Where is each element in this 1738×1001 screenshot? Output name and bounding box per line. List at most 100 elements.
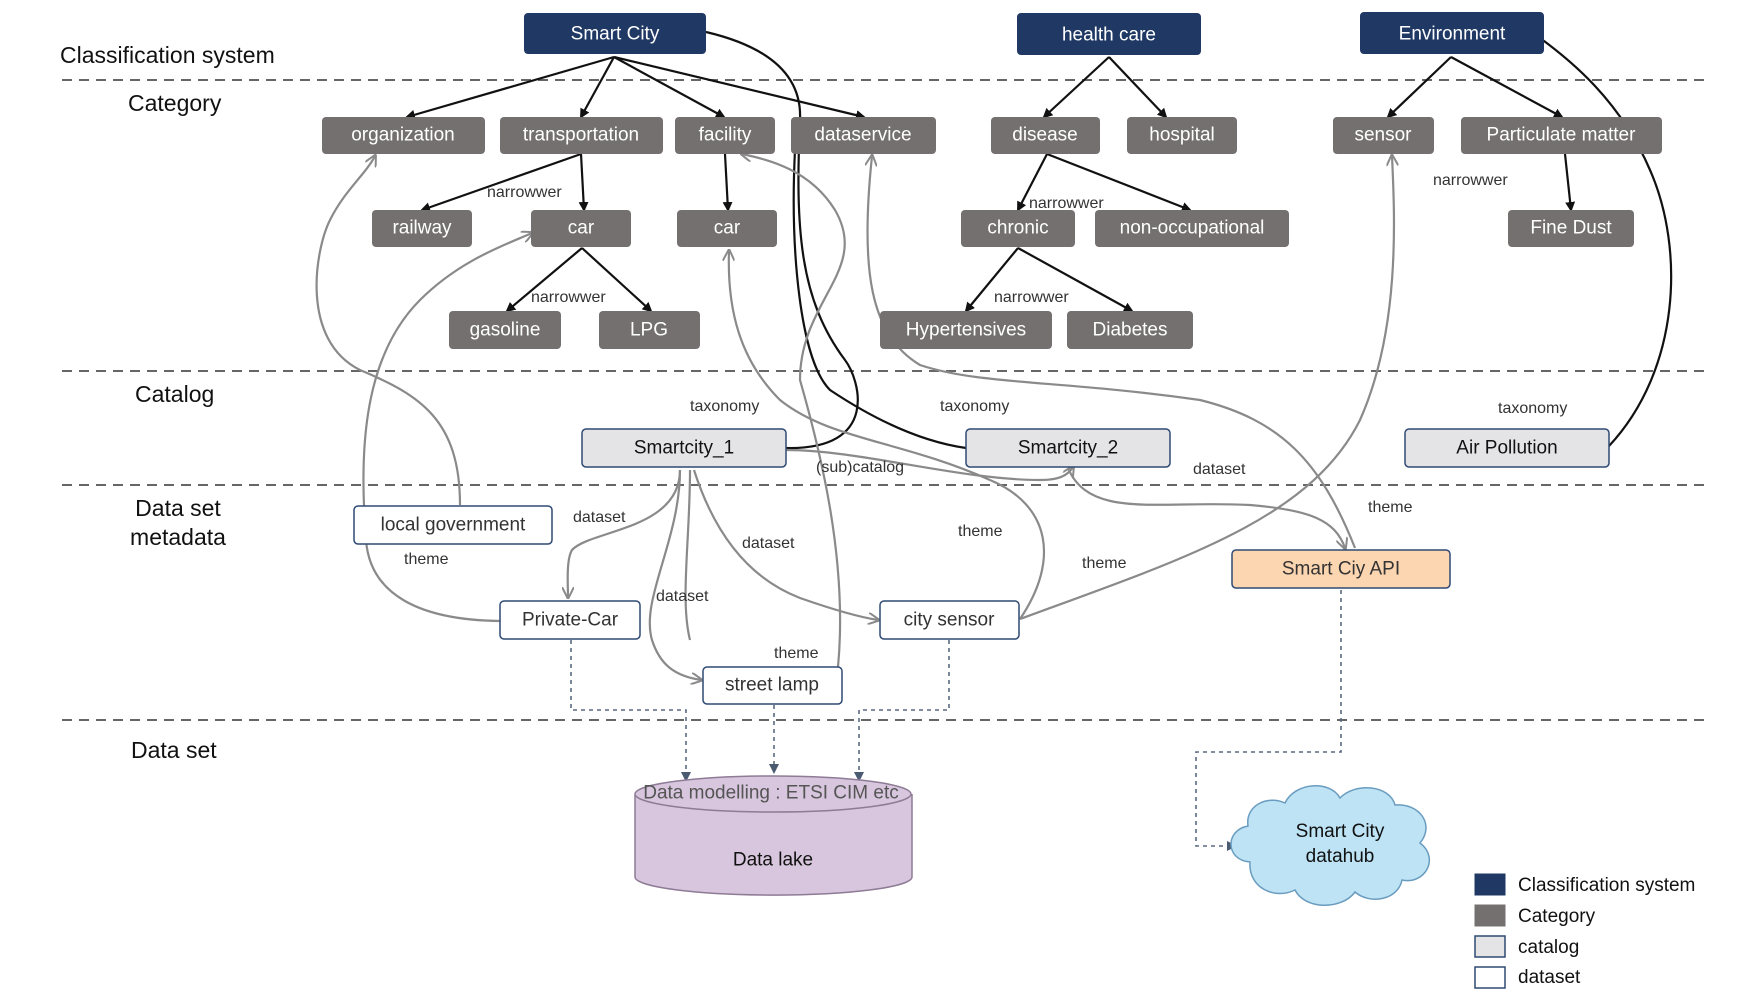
edge-smartcity-transportation (580, 56, 615, 119)
edge-smartcity1-smartcity2 (785, 448, 1073, 482)
edge-disease-chronic (1017, 153, 1048, 212)
edge-smartcity-dataservice (613, 55, 866, 120)
node-non-occupational[interactable]: non-occupational (1095, 210, 1289, 247)
node-label: dataservice (814, 125, 911, 146)
edge-label-dataset: dataset (742, 535, 795, 552)
edge-disease-nonocc (1046, 152, 1192, 212)
node-smartcity-1[interactable]: Smartcity_1 (581, 428, 787, 468)
node-transportation[interactable]: transportation (500, 117, 663, 154)
node-facility[interactable]: facility (675, 117, 775, 154)
node-air-pollution[interactable]: Air Pollution (1404, 428, 1610, 468)
node-label: Private-Car (522, 610, 619, 631)
node-fine-dust[interactable]: Fine Dust (1508, 210, 1634, 247)
edge-environment-particulate (1450, 56, 1564, 118)
layer-label-classification: Classification system (60, 42, 275, 68)
edge-label-narrowwer: narrowwer (1433, 172, 1508, 189)
edge-api-dataservice (867, 156, 1357, 549)
legend-label-category: Category (1518, 906, 1596, 927)
edge-transportation-railway (420, 152, 582, 213)
node-chronic[interactable]: chronic (961, 210, 1075, 247)
edge-chronic-diabetes (1017, 247, 1134, 312)
node-hospital[interactable]: hospital (1127, 117, 1237, 154)
node-local-government[interactable]: local government (353, 505, 553, 545)
node-street-lamp[interactable]: street lamp (702, 666, 843, 705)
node-particulate-matter[interactable]: Particulate matter (1461, 117, 1662, 154)
edge-smartcity-facility (613, 56, 726, 118)
node-private-car[interactable]: Private-Car (499, 600, 641, 640)
node-lpg[interactable]: LPG (599, 311, 700, 349)
layer-separators (62, 79, 1706, 721)
node-label: Hypertensives (906, 320, 1026, 341)
node-label: railway (392, 218, 452, 239)
data-lake[interactable]: Data modelling : ETSI CIM etc Data lake (634, 775, 913, 896)
data-lake-label: Data lake (733, 850, 813, 871)
edge-label-narrowwer: narrowwer (1029, 195, 1104, 212)
edge-label-theme: theme (1368, 499, 1413, 516)
node-organization[interactable]: organization (322, 117, 485, 154)
node-label: sensor (1354, 125, 1412, 146)
node-label: street lamp (725, 675, 819, 696)
edge-smartcity1-streetlamp-direct (684, 469, 692, 641)
edge-label-theme: theme (404, 551, 449, 568)
node-label: Fine Dust (1530, 218, 1612, 239)
edge-transportation-car (578, 153, 589, 212)
edge-privatecar-car (362, 233, 532, 623)
node-hypertensives[interactable]: Hypertensives (880, 311, 1052, 349)
edge-label-narrowwer: narrowwer (531, 289, 606, 306)
node-label: city sensor (904, 610, 995, 631)
edge-localgov-organization (315, 156, 462, 506)
node-dataservice[interactable]: dataservice (791, 117, 936, 154)
edge-label-theme: theme (1082, 555, 1127, 572)
edge-label-theme: theme (958, 523, 1003, 540)
node-railway[interactable]: railway (372, 210, 472, 247)
edge-smartcity2-api (1066, 467, 1345, 548)
node-sensor[interactable]: sensor (1333, 117, 1434, 154)
catalog-nodes: Smartcity_1 Smartcity_2 Air Pollution (581, 428, 1610, 468)
node-label: chronic (987, 218, 1048, 239)
node-label: car (714, 218, 741, 239)
node-label: LPG (630, 320, 668, 341)
node-gasoline[interactable]: gasoline (449, 311, 561, 349)
node-smart-city-api[interactable]: Smart Ciy API (1231, 549, 1451, 589)
edge-smartcity1-streetlamp (648, 469, 701, 680)
data-lake-top (634, 775, 912, 813)
dataset-nodes: local government Private-Car city sensor… (353, 505, 1451, 705)
node-smartcity-2[interactable]: Smartcity_2 (965, 428, 1171, 468)
node-label: gasoline (470, 320, 541, 341)
node-disease[interactable]: disease (991, 117, 1100, 154)
node-car-facility[interactable]: car (677, 210, 777, 247)
legend-swatch-catalog (1474, 935, 1506, 958)
edge-particulate-finedust (1563, 153, 1576, 212)
legend-swatch-dataset (1474, 966, 1506, 989)
legend-swatch-category (1474, 904, 1506, 927)
node-label: Smart City (571, 24, 660, 45)
node-label: transportation (523, 125, 639, 146)
edge-smartcity1-privatecar (568, 469, 682, 597)
legend: Classification system Category catalog d… (1474, 873, 1695, 989)
edge-citysensor-datalake (854, 640, 950, 782)
node-environment[interactable]: Environment (1360, 12, 1544, 54)
node-label: Smartcity_1 (634, 438, 734, 459)
node-city-sensor[interactable]: city sensor (879, 600, 1020, 640)
edge-label-narrowwer: narrowwer (994, 289, 1069, 306)
node-label: facility (699, 125, 752, 146)
edge-label-dataset: dataset (656, 588, 709, 605)
edge-citysensor-car (729, 251, 1045, 620)
node-label: non-occupational (1120, 218, 1265, 239)
edge-healthcare-hospital (1108, 56, 1168, 119)
node-smart-city[interactable]: Smart City (524, 13, 706, 54)
node-diabetes[interactable]: Diabetes (1067, 311, 1193, 349)
edge-smartcity-organization (405, 55, 615, 120)
layer-label-dataset: Data set (131, 737, 217, 763)
edge-environment-sensor (1386, 56, 1452, 119)
edge-label-subcatalog: (sub)catalog (816, 459, 904, 476)
node-label: health care (1062, 25, 1156, 46)
node-health-care[interactable]: health care (1017, 13, 1201, 55)
node-label: disease (1012, 125, 1078, 146)
edge-car-lpg (581, 247, 653, 313)
legend-label-classification: Classification system (1518, 875, 1695, 896)
node-car-transportation[interactable]: car (531, 210, 631, 247)
edge-taxonomy-smartcity1 (705, 30, 859, 450)
